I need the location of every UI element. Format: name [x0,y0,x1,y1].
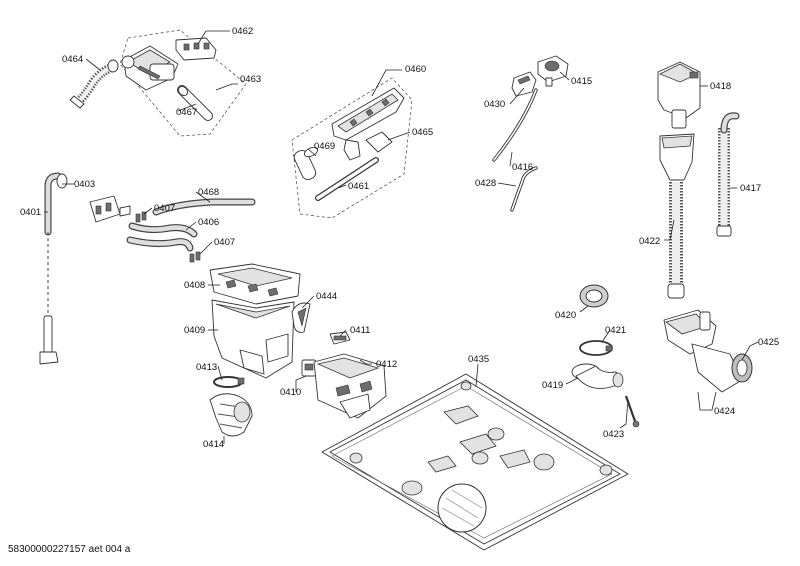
part-0422-pump-hose[interactable] [659,133,695,299]
label-0428: 0428 [475,178,496,189]
part-0416-tube[interactable] [492,88,538,162]
part-0467-short-hose[interactable] [177,85,213,121]
part-0408-dispenser-top[interactable] [209,263,301,305]
part-0406-hoses[interactable] [126,222,198,252]
label-0462: 0462 [232,26,253,37]
part-0403-valve-block[interactable] [89,195,131,223]
part-0412-drawer[interactable] [313,353,387,419]
label-0461: 0461 [348,181,369,192]
part-0419-sump[interactable] [571,363,624,389]
part-0430-holder[interactable] [511,71,537,97]
leader-lines [44,30,759,444]
part-0420-seal-ring[interactable] [579,284,609,308]
part-0409-dispenser-housing[interactable] [211,299,295,379]
part-0428-tube[interactable] [510,166,538,212]
label-0407-lower: 0407 [214,237,235,248]
label-0416: 0416 [512,162,533,173]
part-0407-clip-upper[interactable] [135,211,147,223]
label-0420: 0420 [555,310,576,321]
label-0469: 0469 [314,141,335,152]
part-0418-heater-module[interactable] [657,61,701,129]
label-0468: 0468 [198,187,219,198]
part-0463-group[interactable] [119,29,247,137]
label-0467: 0467 [176,107,197,118]
label-0423: 0423 [603,429,624,440]
label-0460: 0460 [405,64,426,75]
label-0406: 0406 [198,217,219,228]
part-0415-pressure-sensor[interactable] [537,55,569,87]
part-0411-cover[interactable] [329,331,351,345]
document-code: 58300000227157 aet 004 a [8,544,131,555]
label-0410: 0410 [280,387,301,398]
part-labels: 0462 0464 0463 0467 0460 0465 0469 0461 … [20,26,779,450]
label-0421: 0421 [605,325,626,336]
part-0413-clamp[interactable] [213,376,245,388]
label-0411: 0411 [350,325,370,336]
part-0468-hose[interactable] [152,198,256,216]
part-0407-clip-lower[interactable] [189,251,201,263]
part-0435-base-tray[interactable] [321,373,629,551]
label-0418: 0418 [710,81,731,92]
part-0462-bracket[interactable] [175,37,217,61]
part-0464-elbow-hose[interactable] [69,59,119,109]
label-0417: 0417 [740,183,761,194]
part-0425-drain-pump[interactable] [663,309,753,393]
label-0422: 0422 [639,236,660,247]
label-0408: 0408 [184,280,205,291]
label-0430: 0430 [484,99,505,110]
label-0435: 0435 [468,354,489,365]
label-0407-upper: 0407 [154,203,175,214]
part-0421-clamp[interactable] [579,340,613,356]
part-0417-drain-hose[interactable] [716,112,740,237]
part-0410-small-part[interactable] [301,359,317,377]
part-0444-flap[interactable] [291,302,311,333]
label-0419: 0419 [542,380,563,391]
label-0425: 0425 [758,337,779,348]
label-0412: 0412 [376,359,397,370]
part-0414-bellows[interactable] [209,393,253,437]
label-0409: 0409 [184,325,205,336]
label-0424: 0424 [714,406,735,417]
part-0460-group[interactable] [291,77,413,219]
label-0444: 0444 [316,291,337,302]
part-0401-inlet-valve[interactable] [39,172,68,365]
label-0401: 0401 [20,207,41,218]
label-0464: 0464 [62,54,83,65]
label-0465: 0465 [412,127,433,138]
label-0463: 0463 [240,74,261,85]
label-0414: 0414 [203,439,224,450]
label-0413: 0413 [196,362,217,373]
label-0403: 0403 [74,179,95,190]
label-0415: 0415 [571,76,592,87]
